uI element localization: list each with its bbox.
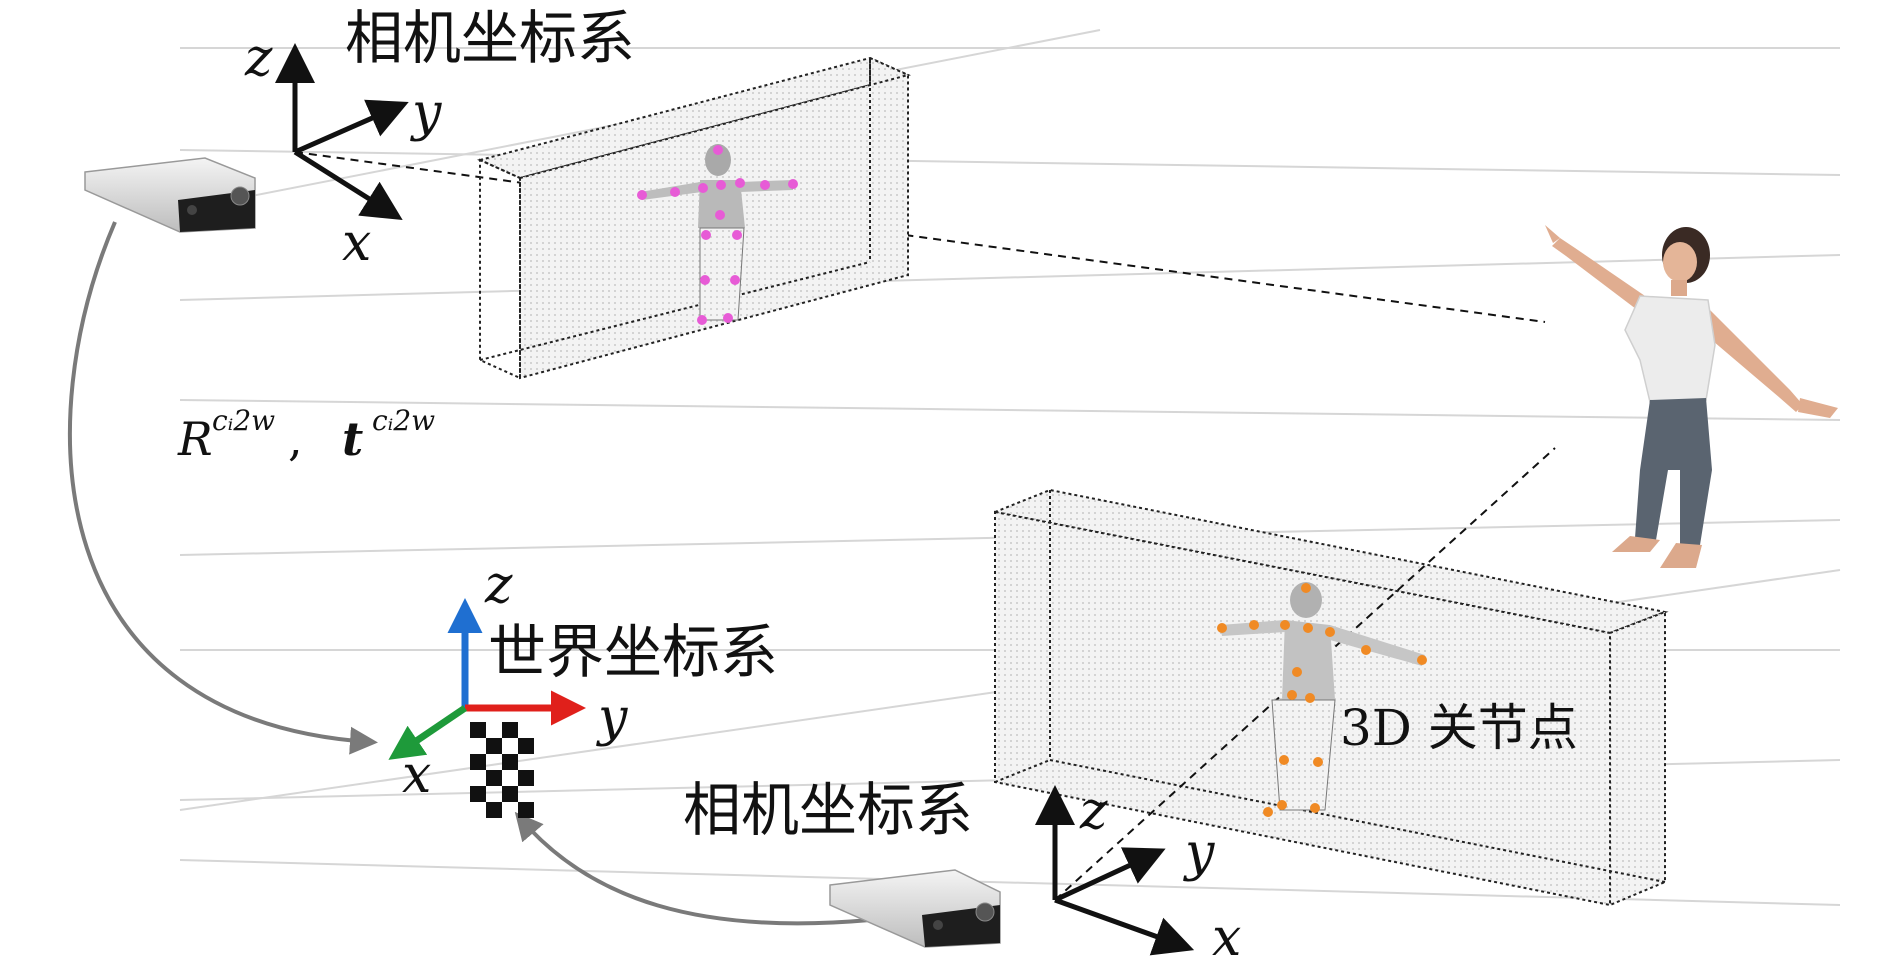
top-to-world-arrow [68, 221, 378, 755]
top-camera-axes: z y x [244, 28, 442, 273]
top-camera-ray [294, 151, 1546, 323]
top-depth-camera [84, 157, 256, 233]
top-axis-z-label: z [244, 28, 273, 88]
world-axis-x-label: x [402, 745, 431, 805]
bottom-axis-z-label: z [1079, 781, 1108, 841]
bottom-camera-frame-label: 相机坐标系 [683, 776, 973, 844]
top-pointcloud-person [637, 144, 798, 325]
top-pointcloud-box [477, 56, 911, 380]
bottom-pointcloud-person [1217, 582, 1427, 817]
world-frame-label: 世界坐标系 [488, 618, 778, 686]
extrinsics-label: R cᵢ2w , t cᵢ2w [177, 404, 435, 466]
bottom-keypoints [1217, 583, 1427, 817]
top-keypoints [637, 145, 798, 325]
translation-superscript: cᵢ2w [372, 404, 435, 437]
human-figure-icon [1545, 225, 1838, 568]
world-axes: z y x [388, 555, 628, 805]
bottom-axis-x-label: x [1212, 908, 1241, 968]
world-axis-y-label: y [596, 688, 628, 748]
rotation-superscript: cᵢ2w [212, 404, 275, 437]
transform-separator: , [288, 412, 303, 466]
bottom-depth-camera [829, 869, 1001, 948]
top-axis-y-label: y [410, 83, 442, 143]
world-axis-z-label: z [484, 555, 513, 615]
translation-symbol: t [342, 412, 363, 466]
top-camera-frame-label: 相机坐标系 [345, 4, 635, 72]
top-axis-x-label: x [342, 213, 371, 273]
bottom-to-world-arrow [514, 811, 871, 926]
bottom-camera-axes: z y x [1035, 781, 1241, 968]
bottom-axis-y-label: y [1183, 823, 1215, 883]
rotation-symbol: R [177, 412, 213, 466]
keypoints-label: 3D 关节点 [1340, 699, 1578, 757]
checkerboard-icon [470, 722, 534, 818]
